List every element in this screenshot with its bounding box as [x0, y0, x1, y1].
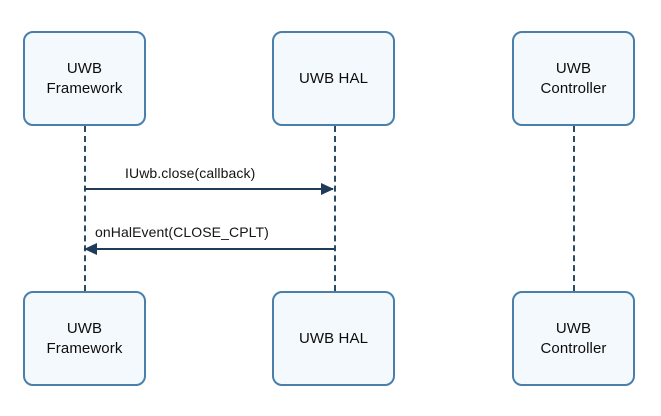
participant-bottom-uwb-framework[interactable]: UWB Framework: [23, 291, 146, 386]
message-label-onhalevent-close-cplt: onHalEvent(CLOSE_CPLT): [95, 224, 269, 240]
participant-label-uwb-controller-bottom: UWB Controller: [540, 320, 607, 357]
message-line-onhalevent-close-cplt: [84, 248, 334, 250]
participant-label-uwb-framework-top: UWB Framework: [46, 60, 123, 97]
participant-bottom-uwb-hal[interactable]: UWB HAL: [272, 291, 395, 386]
participant-label-uwb-controller-top: UWB Controller: [540, 60, 607, 97]
message-arrowhead-iuwb-close: [321, 183, 334, 195]
participant-label-uwb-hal-top: UWB HAL: [298, 69, 369, 87]
participant-top-uwb-controller[interactable]: UWB Controller: [512, 31, 635, 126]
lifeline-uwb-hal: [334, 126, 336, 291]
lifeline-uwb-framework: [84, 126, 86, 291]
message-line-iuwb-close: [84, 188, 333, 190]
message-arrowhead-onhalevent-close-cplt: [84, 243, 97, 255]
lifeline-uwb-controller: [573, 126, 575, 291]
participant-label-uwb-hal-bottom: UWB HAL: [298, 329, 369, 347]
message-label-iuwb-close: IUwb.close(callback): [125, 165, 256, 181]
participant-top-uwb-hal[interactable]: UWB HAL: [272, 31, 395, 126]
participant-top-uwb-framework[interactable]: UWB Framework: [23, 31, 146, 126]
participant-label-uwb-framework-bottom: UWB Framework: [46, 320, 123, 357]
participant-bottom-uwb-controller[interactable]: UWB Controller: [512, 291, 635, 386]
